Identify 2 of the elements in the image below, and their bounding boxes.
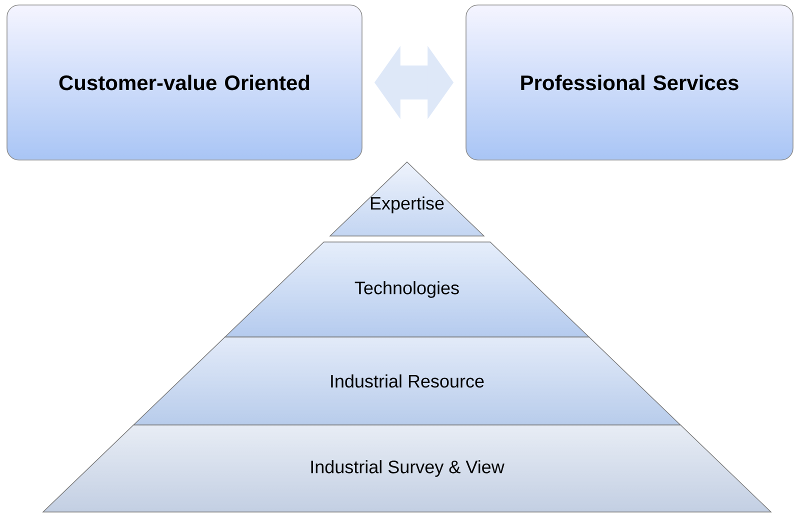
rounded-box: Customer-value Oriented bbox=[6, 4, 362, 160]
rounded-box: Professional Services bbox=[466, 4, 794, 160]
